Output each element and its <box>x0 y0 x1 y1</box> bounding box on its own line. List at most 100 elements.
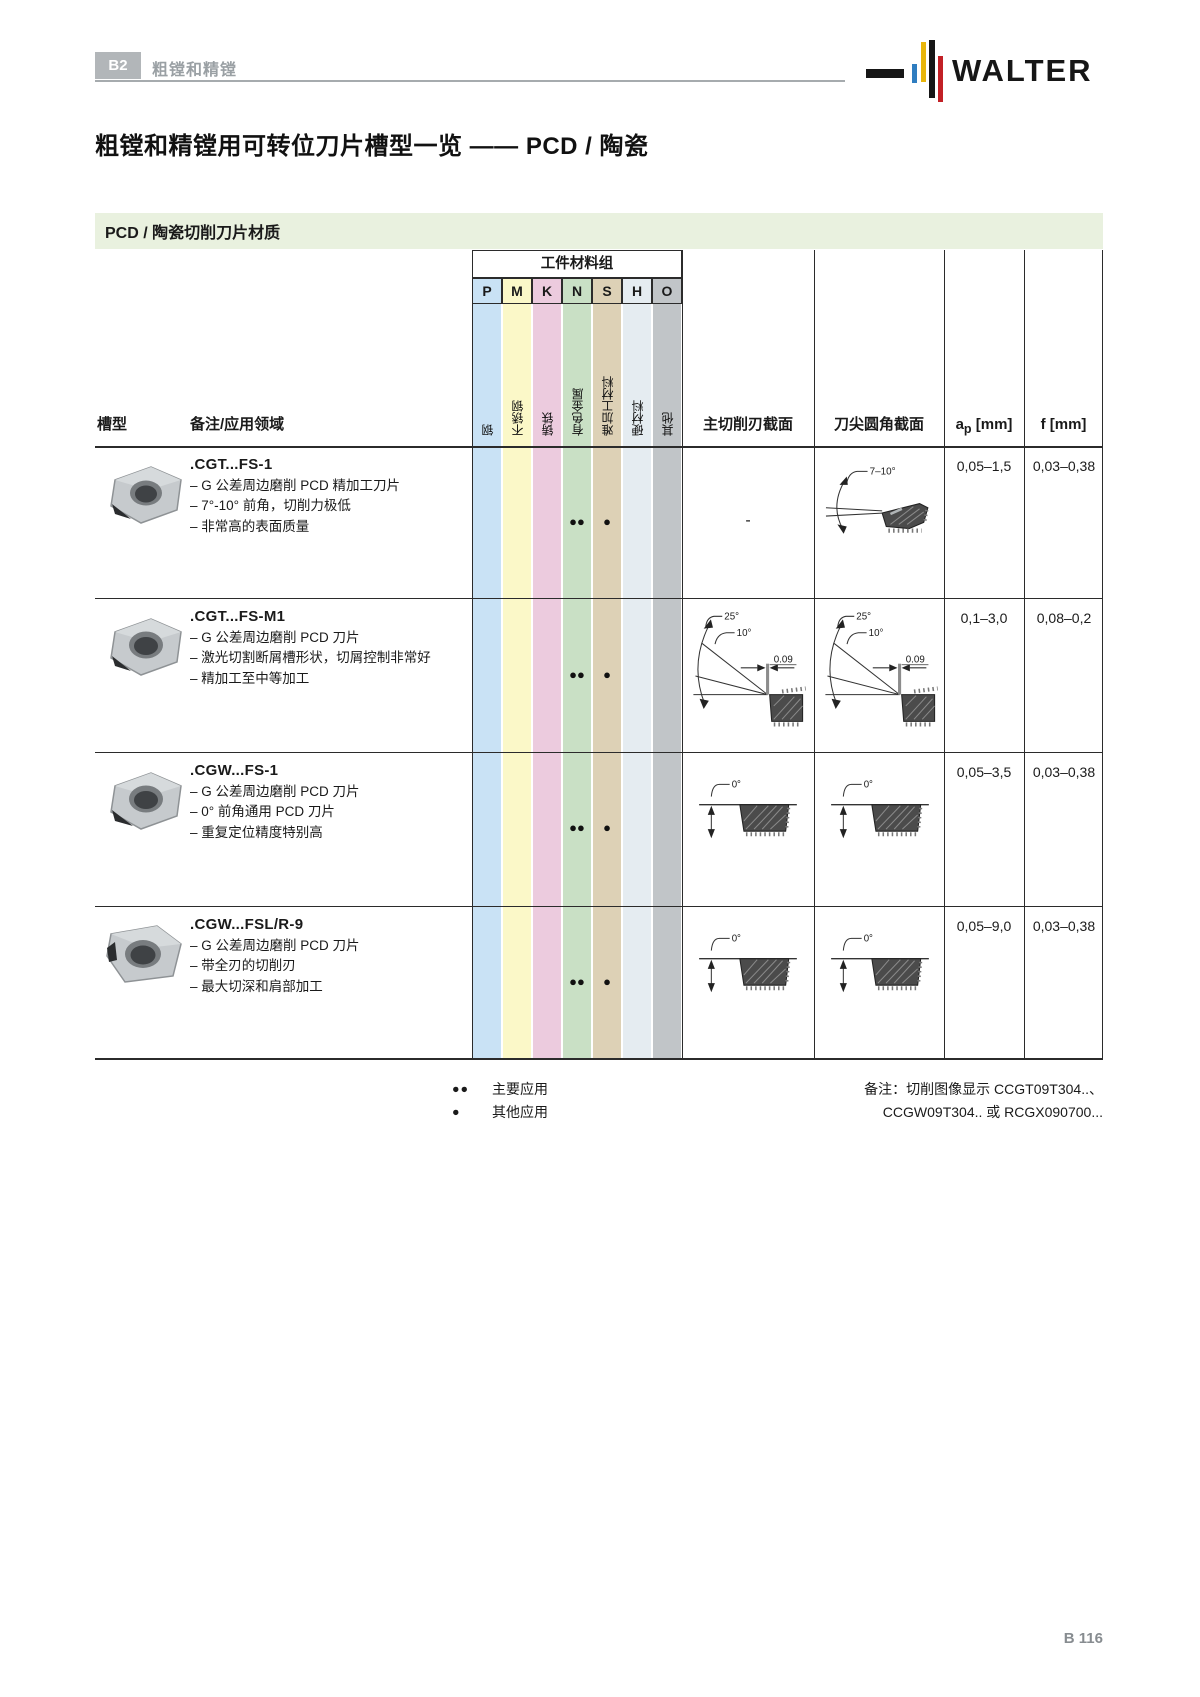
material-label-N: 有色金属 <box>570 388 585 436</box>
logo-red-bar <box>938 56 943 102</box>
dots-O <box>652 512 682 532</box>
nose-diagram: 25° 10° 0.09 <box>819 606 941 747</box>
col-head-main-edge: 主切削刃截面 <box>702 416 793 433</box>
footnote: 备注：切削图像显示 CCGT09T304..、 CCGW09T304.. 或 R… <box>640 1078 1103 1124</box>
geometry-name: .CGT...FS-1 <box>190 456 273 473</box>
f-value: 0,03–0,38 <box>1032 918 1096 934</box>
insert-photo <box>101 766 185 839</box>
bullet: – 最大切深和肩部加工 <box>190 978 323 994</box>
material-letter-M: M <box>502 278 532 304</box>
chapter-title: 粗镗和精镗 <box>152 62 238 79</box>
footnote-line1: 备注：切削图像显示 CCGT09T304..、 <box>864 1081 1103 1097</box>
material-label-K: 铸铁 <box>540 412 555 436</box>
col-head-notes: 备注/应用领域 <box>190 416 285 433</box>
material-letter-N: N <box>562 278 592 304</box>
svg-text:0.09: 0.09 <box>906 655 925 666</box>
insert-photo <box>99 918 187 993</box>
bullet: – 精加工至中等加工 <box>190 670 310 686</box>
logo-dash <box>866 69 904 78</box>
ap-value: 0,05–1,5 <box>956 458 1012 474</box>
dots-N: ●● <box>569 514 585 529</box>
main-edge-diagram: 0° <box>693 928 805 1027</box>
stripe-N <box>563 278 591 1060</box>
legend-dots: ●● <box>452 1082 470 1096</box>
main-edge-diagram: 25° 10° 0.09 <box>687 606 809 747</box>
svg-text:10°: 10° <box>737 628 752 639</box>
page-number: B 116 <box>1063 1630 1103 1647</box>
ap-value: 0,05–9,0 <box>956 918 1012 934</box>
legend-label: 其他应用 <box>492 1104 548 1120</box>
grid-vline <box>682 250 683 1060</box>
svg-text:7–10°: 7–10° <box>870 466 896 477</box>
dots-S: ● <box>603 820 611 835</box>
svg-text:0°: 0° <box>732 779 741 790</box>
geometry-name: .CGW...FS-1 <box>190 762 279 779</box>
logo-yellow-bar <box>921 42 926 82</box>
header-rule <box>95 80 845 82</box>
geometry-name: .CGW...FSL/R-9 <box>190 916 304 933</box>
legend-label: 主要应用 <box>492 1081 548 1097</box>
stripe-K <box>533 278 561 1060</box>
nose-diagram: 0° <box>825 928 937 1027</box>
legend: ●● 主要应用 ● 其他应用 <box>452 1078 548 1124</box>
svg-text:0°: 0° <box>732 933 741 944</box>
material-label-O: 其他 <box>660 412 675 436</box>
bullet: – 非常高的表面质量 <box>190 518 310 534</box>
row-divider <box>95 598 1103 599</box>
section-bar: PCD / 陶瓷切削刀片材质 <box>95 213 1103 249</box>
stripe-M <box>503 278 531 1060</box>
material-letter-S: S <box>592 278 622 304</box>
ap-value: 0,1–3,0 <box>960 610 1008 626</box>
section-bar-label: PCD / 陶瓷切削刀片材质 <box>105 225 281 242</box>
insert-photo <box>101 460 185 533</box>
row-notes: .CGT...FS-M1 – G 公差周边磨削 PCD 刀片 – 激光切割断屑槽… <box>190 608 455 689</box>
dots-S: ● <box>603 667 611 682</box>
bullet: – G 公差周边磨削 PCD 刀片 <box>190 784 360 799</box>
svg-text:0.09: 0.09 <box>774 655 793 666</box>
col-head-ap: ap [mm] <box>955 416 1013 436</box>
material-letter-H: H <box>622 278 652 304</box>
bullet: – G 公差周边磨削 PCD 刀片 <box>190 938 360 953</box>
header-bottom-line <box>95 446 1103 448</box>
nose-diagram: 0° <box>825 774 937 873</box>
col-head-geometry: 槽型 <box>97 416 128 433</box>
table-bottom-line <box>95 1058 1103 1060</box>
main-edge-diagram: 0° <box>693 774 805 873</box>
insert-photo <box>101 612 185 685</box>
material-letter-K: K <box>532 278 562 304</box>
main-edge-diagram-dash: - <box>745 512 751 529</box>
dots-O <box>652 972 682 992</box>
svg-text:10°: 10° <box>869 628 884 639</box>
footnote-line2: CCGW09T304.. 或 RCGX090700... <box>882 1104 1103 1120</box>
grid-vline <box>944 250 945 1060</box>
stripe-P <box>473 278 501 1060</box>
dots-S: ● <box>603 514 611 529</box>
row-notes: .CGT...FS-1 – G 公差周边磨削 PCD 精加工刀片 – 7°-10… <box>190 456 455 537</box>
legend-dots: ● <box>452 1105 461 1119</box>
grid-vline <box>1102 250 1103 1060</box>
bullet: – 0° 前角通用 PCD 刀片 <box>190 804 335 820</box>
legend-main-application: ●● 主要应用 <box>452 1078 548 1101</box>
material-letter-P: P <box>472 278 502 304</box>
grid-vline <box>472 250 473 1060</box>
bullet: – 激光切割断屑槽形状，切屑控制非常好 <box>190 650 431 666</box>
f-value: 0,03–0,38 <box>1032 764 1096 780</box>
dots-N: ●● <box>569 667 585 682</box>
bullet: – 带全刃的切削刃 <box>190 958 296 974</box>
row-notes: .CGW...FS-1 – G 公差周边磨削 PCD 刀片 – 0° 前角通用 … <box>190 762 455 843</box>
material-group-header: 工件材料组 <box>472 250 682 278</box>
svg-text:25°: 25° <box>856 611 871 622</box>
dots-S: ● <box>603 974 611 989</box>
bullet: – G 公差周边磨削 PCD 精加工刀片 <box>190 478 401 493</box>
legend-other-application: ● 其他应用 <box>452 1101 548 1124</box>
dots-N: ●● <box>569 820 585 835</box>
dots-N: ●● <box>569 974 585 989</box>
col-head-nose: 刀尖圆角截面 <box>833 416 924 433</box>
stripe-H <box>623 278 651 1060</box>
svg-text:25°: 25° <box>724 611 739 622</box>
logo-wordmark: WALTER <box>952 53 1093 88</box>
material-letter-O: O <box>652 278 682 304</box>
bullet: – G 公差周边磨削 PCD 刀片 <box>190 630 360 645</box>
nose-diagram: 7–10° <box>817 462 941 571</box>
